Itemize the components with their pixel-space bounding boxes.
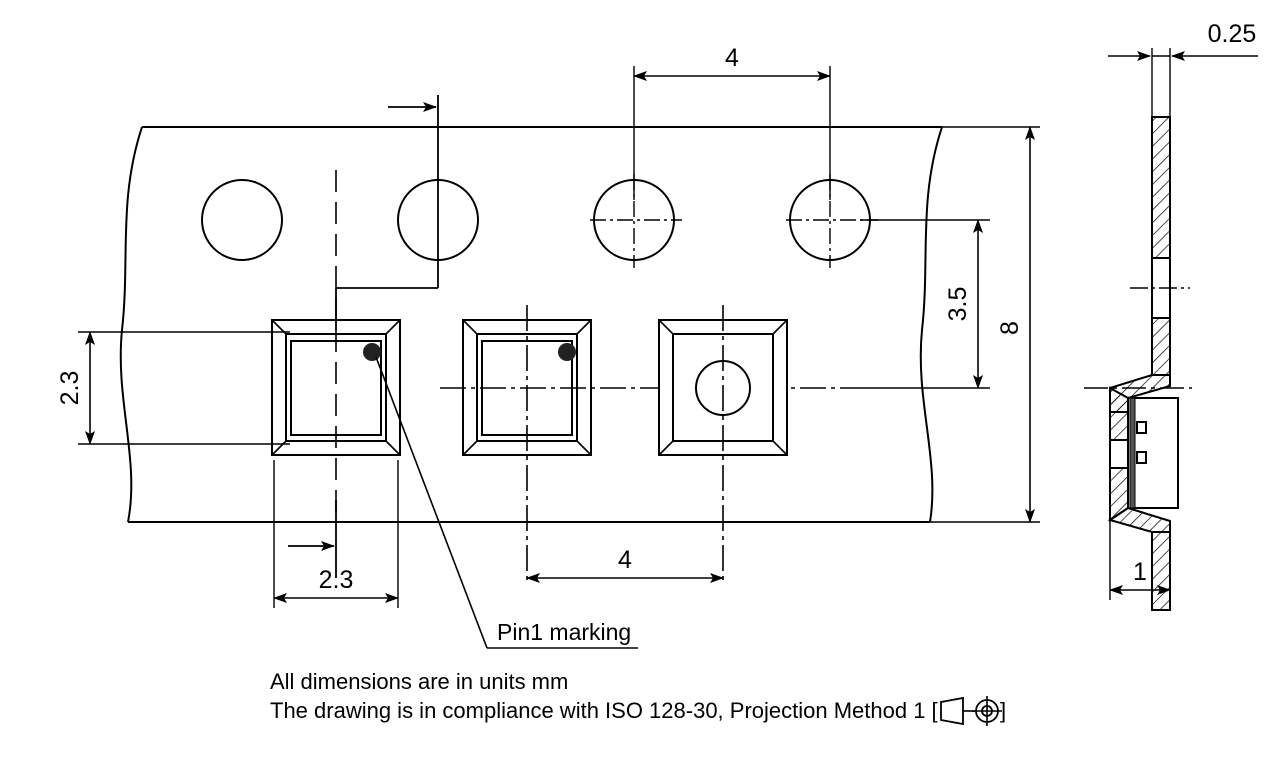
- iso-projection-method-1-symbol: [940, 696, 1002, 726]
- pocket-left-wall-upper: [1109, 386, 1129, 441]
- dimension-pocket-height: 2.3: [56, 331, 290, 445]
- component-terminal: [1136, 421, 1147, 434]
- dimension-hole-to-center: 3.5: [860, 219, 990, 389]
- dimension-tape-width: 8: [930, 126, 1040, 523]
- component-terminal: [1136, 451, 1147, 464]
- break-line-right: [919, 126, 943, 523]
- reference-arrow-bottom: [288, 500, 337, 578]
- note-iso-prefix: The drawing is in compliance with ISO 12…: [270, 698, 938, 723]
- pin1-marking-dot: [363, 343, 381, 361]
- pin1-marking-label: Pin1 marking: [497, 619, 631, 645]
- dimension-label-tape-width: 8: [996, 321, 1024, 335]
- pocket-corner-bevel: [576, 440, 592, 456]
- break-line-left: [119, 126, 143, 523]
- dimension-pitch-bottom: 4: [526, 546, 724, 583]
- tape-top-view: [119, 126, 943, 523]
- note-units: All dimensions are in units mm: [270, 669, 568, 694]
- component-pad-strip: [1129, 397, 1136, 509]
- leader-line: [375, 356, 488, 649]
- note-iso-suffix: ]: [1000, 698, 1006, 723]
- tape-wall-upper-hatched: [1151, 116, 1171, 259]
- component-pocket-1: [271, 170, 401, 520]
- dimension-label-pitch-top: 4: [725, 44, 739, 72]
- dimension-label-pocket-depth: 1: [1133, 558, 1147, 586]
- dimension-pocket-depth: 1: [1109, 470, 1171, 600]
- pocket-corner-bevel: [576, 319, 592, 335]
- dimension-pitch-top: 4: [633, 44, 831, 200]
- dimension-tape-thickness: 0.25: [1108, 20, 1258, 120]
- notes-block: All dimensions are in units mm The drawi…: [270, 669, 1006, 726]
- pocket-corner-bevel: [462, 319, 478, 335]
- pocket-corner-bevel: [385, 440, 401, 456]
- dimension-label-pocket-width: 2.3: [319, 566, 354, 594]
- component-pocket-2: [440, 305, 860, 580]
- pocket-lower-shoulder: [1107, 506, 1171, 533]
- frustum-icon: [940, 696, 964, 726]
- pocket-corner-bevel: [462, 440, 478, 456]
- pocket-corner-bevel: [772, 440, 788, 456]
- pocket-corner-bevel: [658, 319, 674, 335]
- dimension-label-pitch-bottom: 4: [618, 546, 632, 574]
- pocket-left-wall-gap: [1109, 439, 1129, 469]
- dimension-label-hole-to-center: 3.5: [944, 287, 972, 322]
- reference-arrow-top: [335, 95, 439, 330]
- pocket-corner-bevel: [658, 440, 674, 456]
- pin1-marking-dot: [558, 343, 576, 361]
- tape-cross-section-view: [1084, 116, 1192, 611]
- pocket-corner-bevel: [772, 319, 788, 335]
- sprocket-hole: [201, 179, 283, 261]
- dimension-label-pocket-height: 2.3: [56, 371, 84, 406]
- pocket-corner-bevel: [385, 319, 401, 335]
- dimension-label-tape-thickness: 0.25: [1208, 20, 1257, 48]
- tape-wall-lower-hatched: [1151, 531, 1171, 611]
- dimension-pocket-width: 2.3: [273, 460, 399, 608]
- component-pocket-3: [658, 305, 788, 580]
- tape-wall-upper-hatched-2: [1151, 317, 1171, 376]
- pin1-marking-leader: Pin1 marking: [375, 356, 638, 649]
